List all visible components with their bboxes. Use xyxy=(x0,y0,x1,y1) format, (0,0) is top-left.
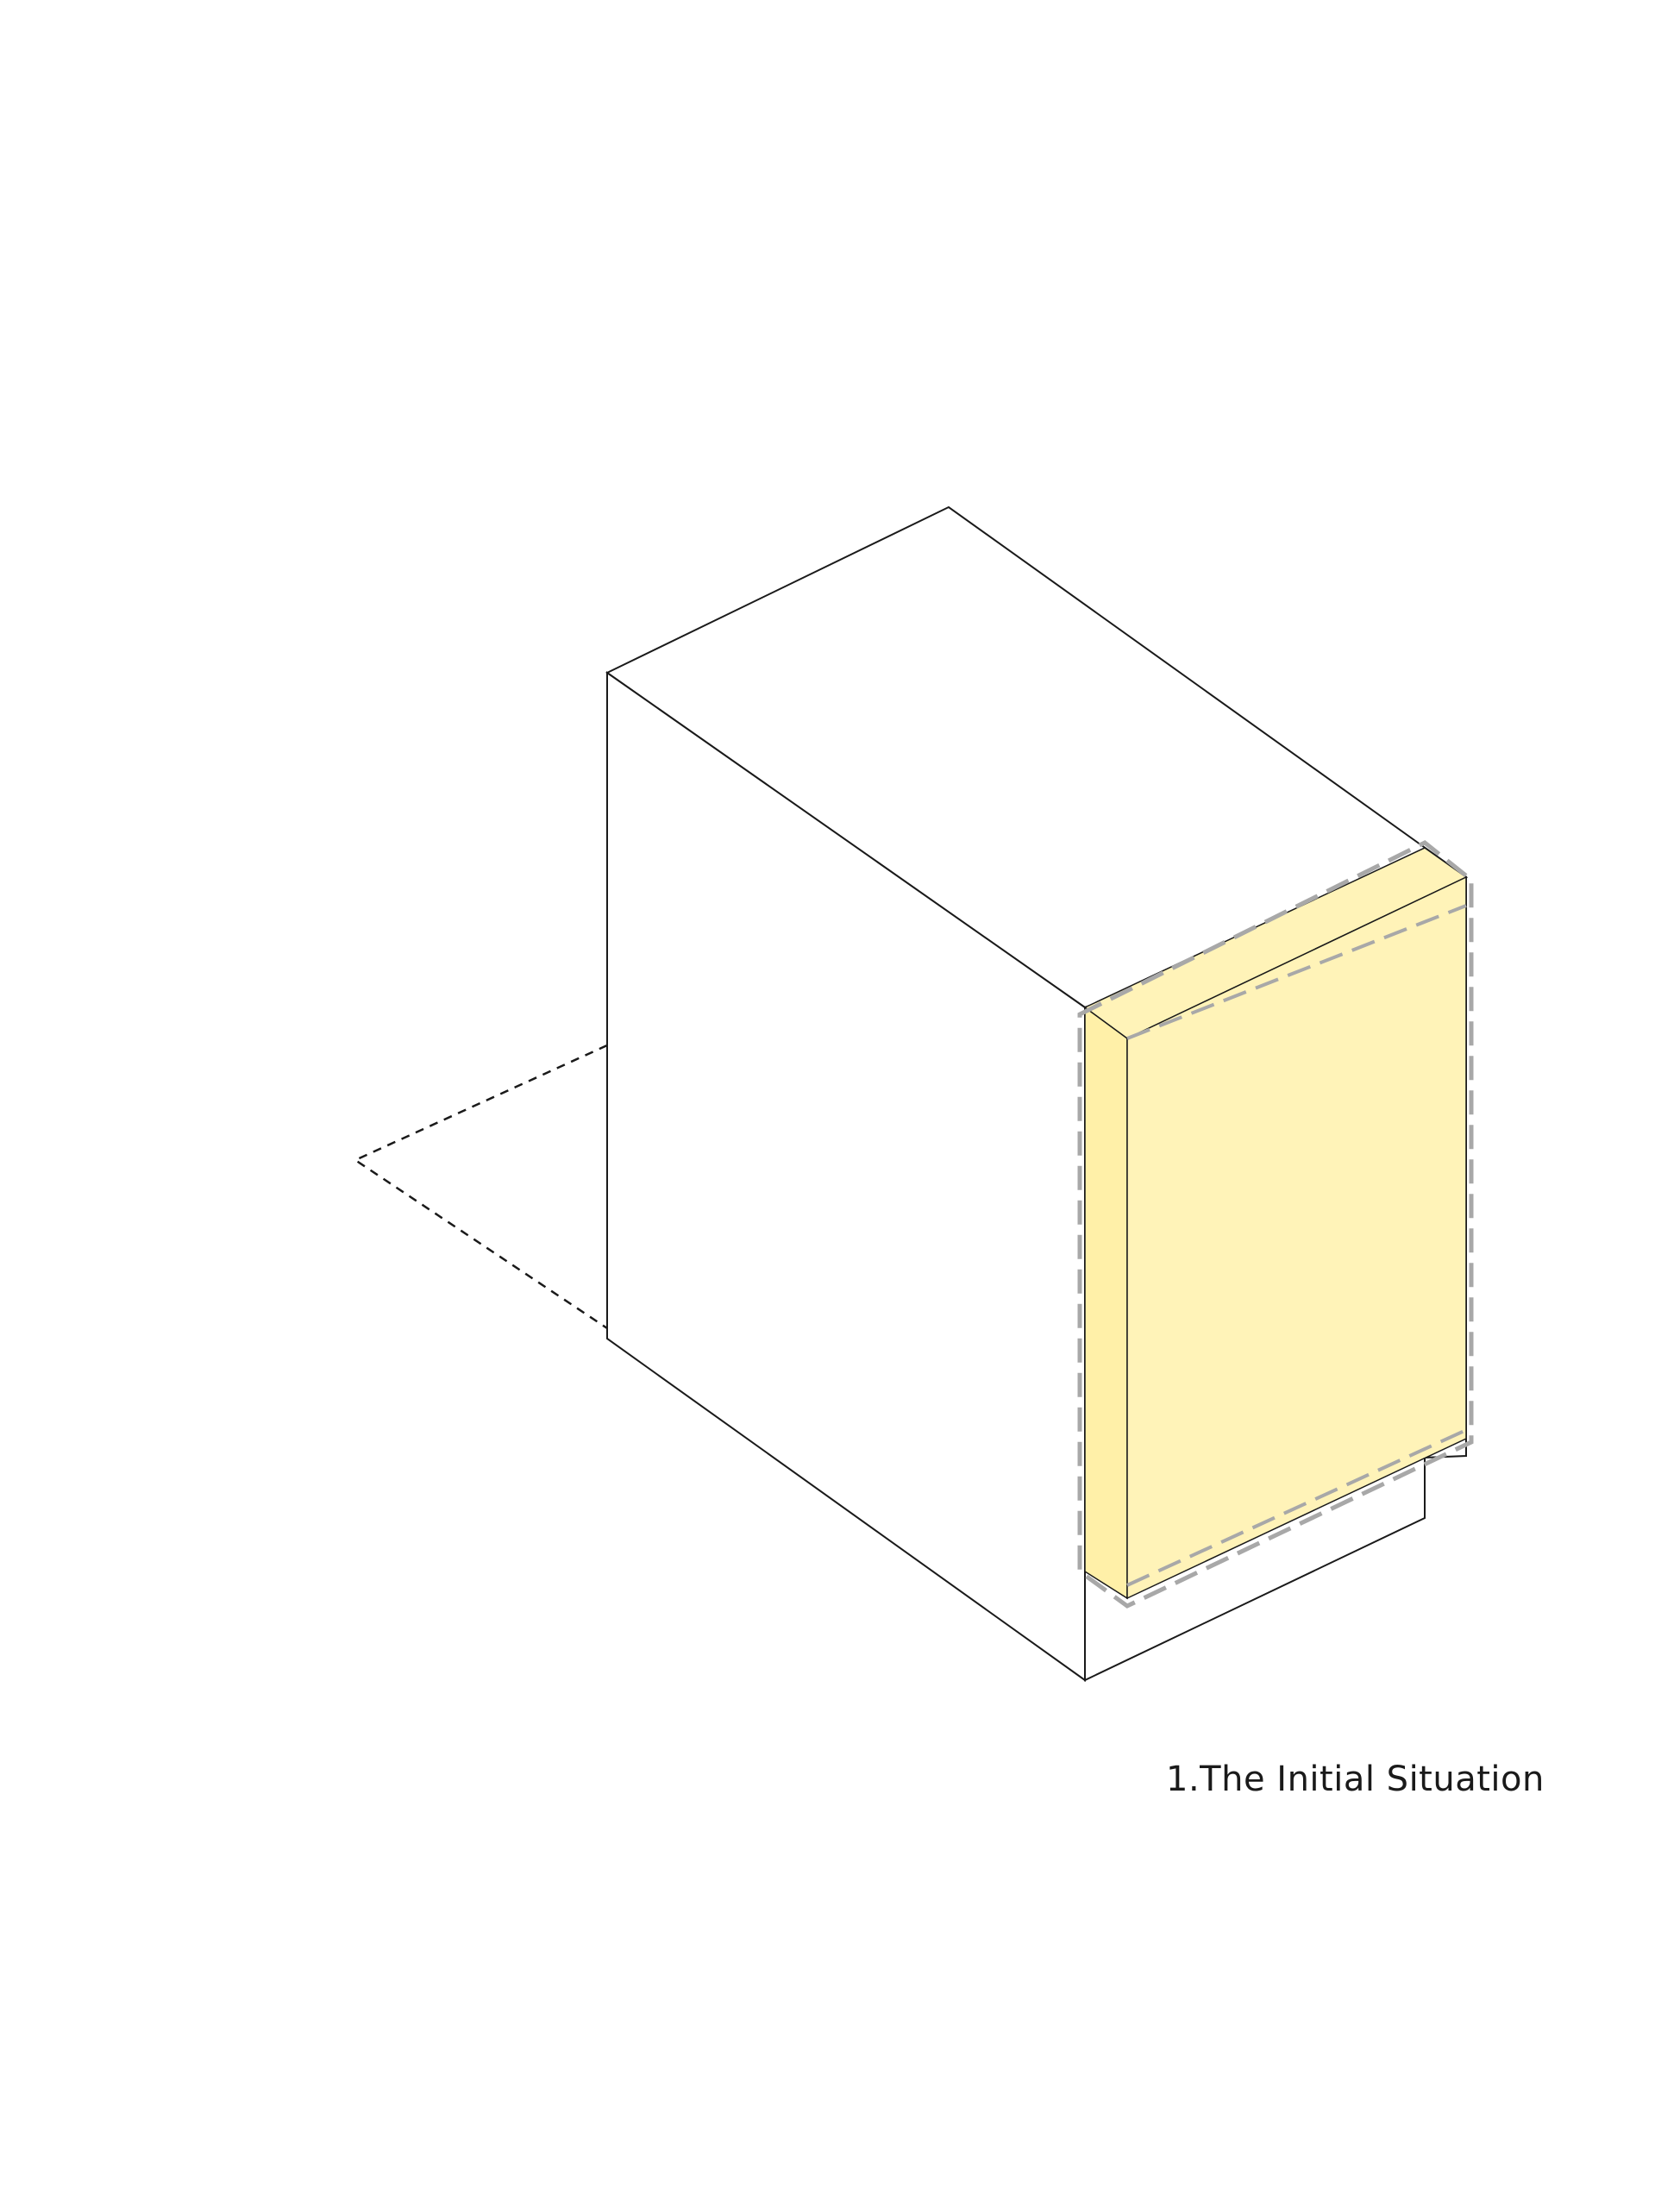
panel-bottom-dashed-line xyxy=(1126,1428,1467,1587)
panel-front-face xyxy=(1126,875,1467,1600)
panel-inner-dashed-line xyxy=(1126,904,1467,1040)
panel-side-edge xyxy=(1084,1006,1128,1600)
panel-outer-dashed-outline xyxy=(1077,840,1474,1609)
ground-shadow-outline xyxy=(353,1044,608,1330)
facade-panel xyxy=(1077,840,1474,1609)
diagram-caption: 1.The Initial Situation xyxy=(1166,1760,1545,1799)
